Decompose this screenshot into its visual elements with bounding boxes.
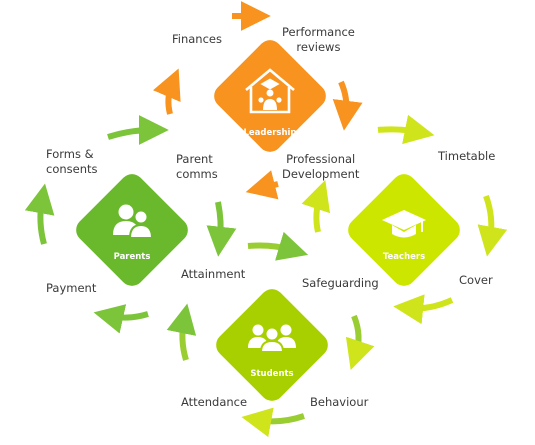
students-label: Students [250, 369, 293, 379]
leadership-label: Leadership [243, 128, 296, 138]
arrow-behaviour-to-attendance [241, 407, 305, 438]
arrow-cover-to-safeguarding [393, 294, 454, 325]
arrow-attainment-to-safeguarding [247, 231, 309, 261]
arrow-safeguarding-to-behaviour [345, 314, 375, 370]
label-forms-consents: Forms & consents [46, 147, 98, 176]
arrow-development-to-parentcomms [245, 170, 279, 200]
parents-cycle-arrows [24, 115, 237, 334]
label-professional-development: Professional Development [282, 152, 360, 181]
label-finances: Finances [172, 32, 222, 46]
students-icon [248, 324, 296, 353]
label-performance-reviews: Performance reviews [282, 25, 355, 54]
arrow-payment-to-forms [24, 183, 55, 245]
label-timetable: Timetable [438, 149, 496, 163]
label-attainment: Attainment [181, 267, 246, 281]
label-payment: Payment [46, 281, 97, 295]
students-cycle-arrows [166, 231, 375, 438]
leadership-hub: Leadership [214, 40, 326, 152]
arrow-development-to-timetable [377, 114, 435, 145]
school-building-icon [245, 68, 295, 114]
people-icon [113, 204, 154, 239]
students-hub: Students [216, 289, 328, 401]
label-attendance: Attendance [181, 395, 248, 409]
arrow-attendance-to-attainment [166, 303, 197, 361]
leadership-cycle-arrows [153, 1, 363, 200]
arrow-attainment-to-payment [93, 304, 149, 334]
arrow-performance-to-development [332, 80, 363, 131]
teachers-cycle-arrows [301, 114, 508, 325]
arrow-safeguarding-to-development [301, 180, 331, 233]
label-cover: Cover [459, 273, 493, 287]
arrow-parentcomms-to-attainment [206, 201, 237, 257]
arrow-forms-to-parentcomms [107, 115, 169, 146]
label-behaviour: Behaviour [310, 395, 369, 409]
parents-hub: Parents [76, 174, 188, 286]
teachers-label: Teachers [383, 252, 425, 262]
parents-label: Parents [114, 252, 151, 262]
teachers-hub: Teachers [348, 174, 460, 286]
arrow-timetable-to-cover [477, 194, 508, 257]
arrow-parentcomms-to-finances [153, 68, 181, 115]
label-parent-comms: Parent comms [176, 152, 218, 181]
graduation-cap-icon [382, 210, 426, 238]
label-safeguarding: Safeguarding [302, 276, 379, 290]
